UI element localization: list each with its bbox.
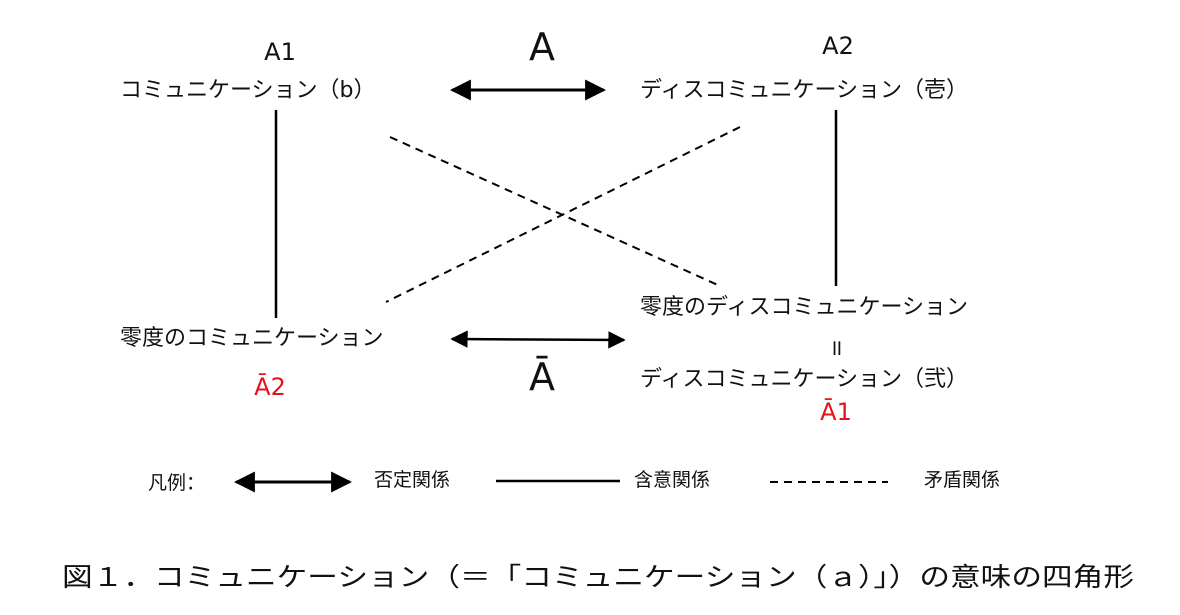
node-not-a2-tag: Ā2 [254,372,286,401]
contradiction-line-a1-to-not-a1 [389,136,721,287]
contradiction-line-a2-to-not-a2 [385,126,741,303]
legend-negation-label: 否定関係 [374,469,450,491]
figure-caption: 図１．コミュニケーション（＝「コミュニケーション（ａ）」）の意味の四角形 [62,563,1134,593]
node-not-a1-text-bottom: ディスコミュニケーション（弐） [640,367,968,392]
bottom-negation-arrow [450,330,626,349]
node-a1-text: コミュニケーション（b） [120,78,376,103]
node-not-a2-text: 零度のコミュニケーション [120,326,384,351]
legend-contradiction-label: 矛盾関係 [924,469,1000,491]
legend: 凡例： 否定関係 含意関係 矛盾関係 [148,469,1000,494]
legend-implication-label: 含意関係 [634,469,710,491]
node-a2-text: ディスコミュニケーション（壱） [640,78,968,103]
node-not-a1-tag: Ā1 [820,397,852,426]
node-a1-tag: A1 [264,38,296,66]
top-relation-label: A [529,25,555,69]
node-a2-tag: A2 [822,32,854,60]
node-not-a1-text-top: 零度のディスコミュニケーション [640,295,968,320]
node-not-a1-equals-sign: ॥ [829,336,842,361]
legend-title: 凡例： [148,472,205,494]
bottom-relation-label: Ā [529,355,555,399]
